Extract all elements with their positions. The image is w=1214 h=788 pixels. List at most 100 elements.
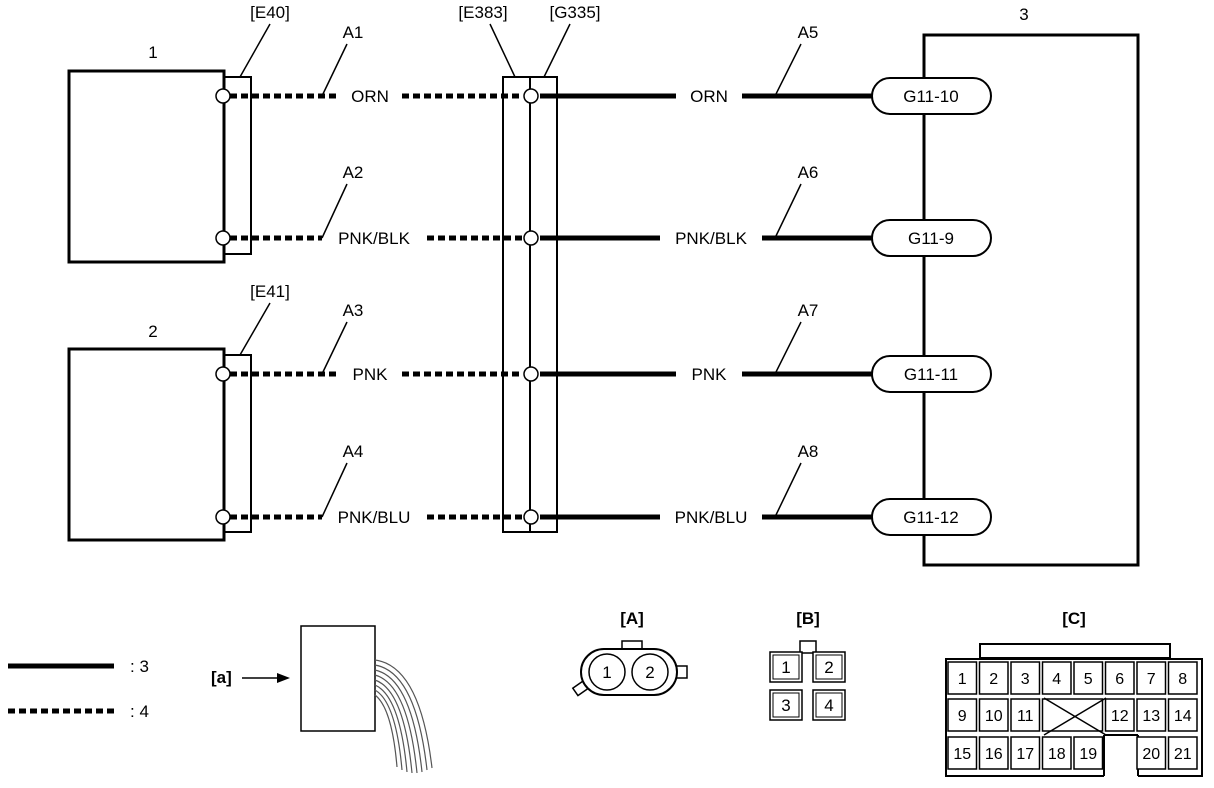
pin-cell (812, 689, 846, 721)
wire-bundle-icon (374, 659, 433, 774)
pin-number: 4 (824, 696, 833, 715)
pin-number: 18 (1048, 746, 1066, 763)
component-3-label: 3 (1019, 5, 1028, 24)
connector-a-title: [A] (620, 609, 644, 628)
wire-row-1: ORN ORN A1 A5 G11-10 (215, 23, 992, 115)
pin-cell (588, 653, 626, 691)
wire-id-left: A3 (343, 301, 364, 320)
terminal-label: G11-9 (908, 229, 954, 248)
pin-number: 4 (1052, 671, 1061, 688)
terminal-pin (215, 88, 231, 104)
terminal-pin (215, 509, 231, 525)
wire-color-left: PNK (353, 365, 389, 384)
wire-row-2: PNK/BLK PNK/BLK A2 A6 G11-9 (215, 163, 992, 257)
terminal-pin (523, 230, 539, 246)
pin-number: 3 (781, 696, 790, 715)
connector-e40-leader (239, 23, 271, 78)
pin-number: 11 (1017, 708, 1034, 725)
pin-cell (1010, 698, 1041, 732)
connector-a-view: [A] 1 2 (571, 609, 688, 697)
wire-id-leader (321, 43, 348, 97)
pin-number: 20 (1142, 746, 1160, 763)
pin-cell-inner (815, 654, 843, 680)
pin-number: 1 (781, 658, 790, 677)
pin-number: 9 (958, 708, 967, 725)
connector-c-latch (979, 643, 1171, 659)
connector-e41-label: [E41] (250, 282, 290, 301)
terminal-pin (215, 230, 231, 246)
connector-b-view: [B] 1 2 3 4 (769, 609, 846, 721)
connector-e41 (223, 354, 252, 533)
terminal-label-box (871, 498, 992, 536)
connector-g335-leader (543, 23, 571, 78)
pin-cell (1010, 736, 1041, 770)
connector-body (300, 625, 376, 732)
wire-id-leader (321, 183, 348, 239)
connector-e40-label: [E40] (250, 3, 290, 22)
wire-id-leader (774, 321, 802, 375)
wire-color-left: PNK/BLK (338, 229, 410, 248)
wire-color-right: PNK (692, 365, 728, 384)
pin-cell (812, 651, 846, 683)
pin-number: 16 (985, 746, 1003, 763)
harness-view-label: [a] (211, 668, 232, 687)
pin-cell (947, 698, 978, 732)
pin-number: 12 (1111, 708, 1129, 725)
pin-cell (978, 661, 1009, 695)
pin-cell (1010, 661, 1041, 695)
component-3-box (922, 33, 1140, 567)
connector-g335-label: [G335] (549, 3, 600, 22)
pin-number: 15 (953, 746, 971, 763)
wire-color-right: PNK/BLU (675, 508, 748, 527)
pin-number: 2 (645, 663, 654, 682)
pin-cell (1104, 698, 1135, 732)
blank-cavity-cross (1043, 697, 1107, 736)
pin-number: 5 (1084, 671, 1093, 688)
pin-cell-inner (772, 654, 800, 680)
pin-cell (1073, 661, 1104, 695)
pin-number: 1 (958, 671, 967, 688)
pin-cell-inner (815, 692, 843, 718)
connector-e41-leader (239, 302, 271, 356)
wire-id-left: A2 (343, 163, 364, 182)
pin-cell (1041, 661, 1072, 695)
pin-number: 13 (1142, 708, 1160, 725)
connector-g335 (529, 76, 558, 533)
pin-cell (1104, 661, 1135, 695)
terminal-pin (523, 88, 539, 104)
terminal-label: G11-11 (904, 365, 958, 384)
pin-number: 2 (989, 671, 998, 688)
pin-cell (1041, 736, 1072, 770)
component-1-box (67, 69, 226, 264)
wire-id-leader (774, 43, 802, 97)
pin-cell-inner (772, 692, 800, 718)
legend-solid-label: : 3 (130, 657, 149, 676)
wire-color-right: PNK/BLK (675, 229, 747, 248)
wire-id-right: A7 (798, 301, 819, 320)
wire-id-right: A5 (798, 23, 819, 42)
terminal-label: G11-12 (903, 508, 958, 527)
wire-id-leader (321, 462, 348, 518)
component-2-box (67, 347, 226, 542)
pin-number: 14 (1174, 708, 1192, 725)
pin-cell (631, 653, 669, 691)
pin-number: 7 (1147, 671, 1156, 688)
pin-cell (1167, 736, 1198, 770)
pin-number: 1 (602, 663, 611, 682)
connector-e40 (223, 76, 252, 255)
pin-number: 17 (1016, 746, 1034, 763)
pin-number: 8 (1178, 671, 1187, 688)
pin-cell (1136, 698, 1167, 732)
wire-color-right: ORN (690, 87, 728, 106)
component-2-label: 2 (148, 322, 157, 341)
pin-cell (769, 689, 803, 721)
pin-cell (947, 661, 978, 695)
connector-c-notch (1104, 734, 1138, 778)
wire-id-left: A4 (343, 442, 364, 461)
wire-id-leader (774, 462, 802, 518)
pin-cell (1167, 661, 1198, 695)
terminal-label-box (871, 355, 992, 393)
pin-number: 21 (1174, 746, 1192, 763)
pin-cell (1167, 698, 1198, 732)
